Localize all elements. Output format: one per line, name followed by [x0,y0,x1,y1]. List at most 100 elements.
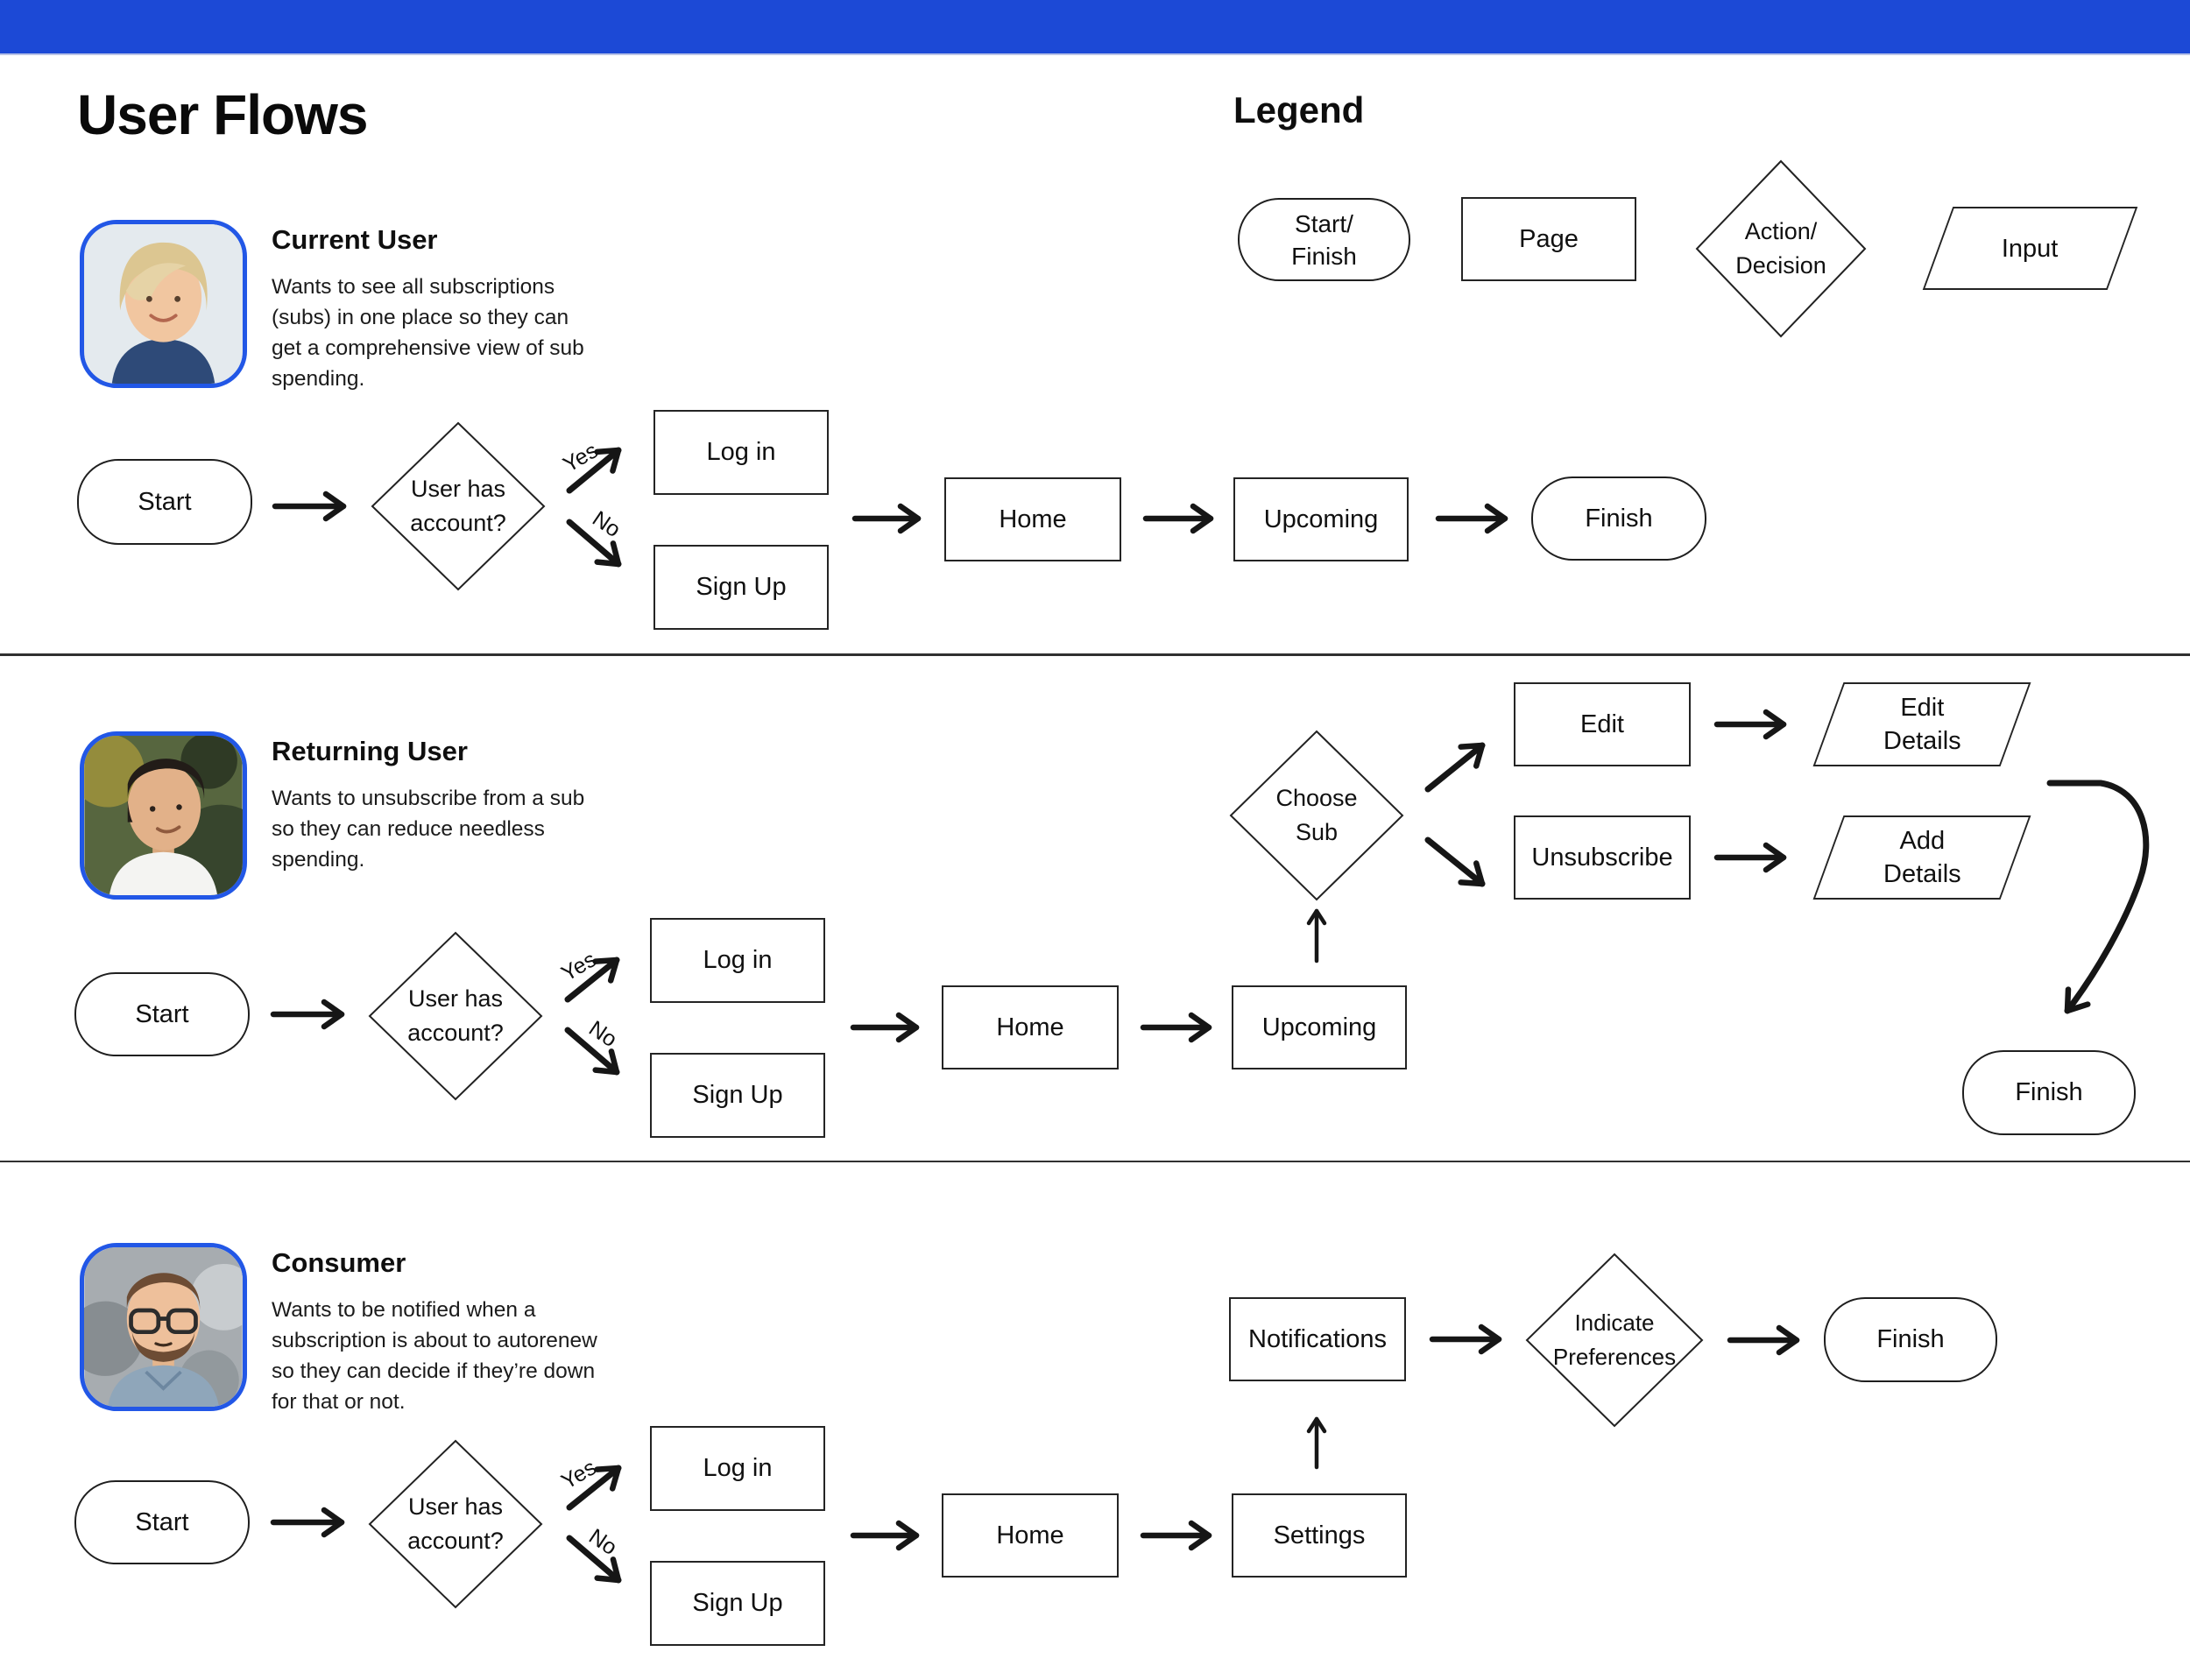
persona-name: Consumer [272,1247,406,1278]
node-label: Upcoming [1263,505,1379,533]
node-label: Notifications [1248,1324,1387,1353]
flow3-decision-node: User has account? [368,1439,543,1609]
diamond-outline [371,421,546,591]
node-label: Sub [1295,819,1339,845]
edge-label-yes: Yes [557,1455,601,1494]
diamond-outline [1695,159,1867,338]
node-label: Sign Up [696,573,787,601]
diamond-outline [368,1439,543,1609]
node-label: Home [996,1521,1064,1549]
legend-heading: Legend [1233,89,1365,131]
arrow-edge [1424,742,1486,793]
node-label: User has [410,476,506,502]
avatar-photo [84,1247,243,1407]
node-label: Finish [1585,504,1653,533]
legend-action-decision-shape: Action/ Decision [1695,159,1867,338]
flow2-choose-sub-node: Choose Sub [1229,730,1404,901]
flow2-decision-node: User has account? [368,931,543,1101]
node-label: Choose [1275,785,1358,811]
persona-description: Wants to be notified when a subscription… [272,1298,597,1414]
arrow-edge-curved [2046,780,2150,1014]
persona-avatar-returning-user [80,731,247,900]
node-label: Log in [703,1454,773,1482]
flow2-upcoming-node: Upcoming [1232,985,1407,1069]
persona-description: Wants to see all subscriptions (subs) in… [272,275,584,391]
flow1-upcoming-node: Upcoming [1233,477,1409,561]
node-label: Finish [1876,1325,1945,1353]
flow3-notifications-node: Notifications [1229,1297,1406,1381]
node-label: Start [135,1507,189,1536]
persona-description: Wants to unsubscribe from a sub so they … [272,787,585,872]
node-label: Log in [706,438,776,466]
flow3-finish-node: Finish [1824,1297,1997,1382]
flow2-login-node: Log in [650,918,825,1003]
node-label: User has [407,985,504,1012]
node-label: Sign Up [692,1589,783,1617]
diamond-outline [1525,1253,1704,1428]
flow2-edit-details-node: Edit Details [1812,682,2031,766]
flow3-home-node: Home [942,1493,1119,1578]
node-label: Log in [703,946,773,974]
legend-page-label: Page [1519,224,1579,253]
persona-name: Current User [272,224,438,255]
flow3-indicate-preferences-node: Indicate Preferences [1525,1253,1704,1428]
flow1-home-node: Home [944,477,1121,561]
edge-label-yes: Yes [559,438,603,477]
persona-name: Returning User [272,736,468,766]
node-label: account? [407,1020,504,1046]
node-label: User has [407,1493,504,1520]
avatar-photo [84,736,243,895]
node-label: Unsubscribe [1531,843,1673,872]
diamond-outline [368,931,543,1101]
arrow-edge [1424,836,1486,887]
node-label: account? [410,510,506,536]
node-label: Home [999,505,1067,533]
flow3-start-node: Start [74,1480,250,1564]
legend-start-finish-label-2: Finish [1291,242,1357,270]
edge-label-yes: Yes [557,947,601,986]
edge-label-no: No [584,1524,622,1561]
node-label: account? [407,1528,504,1554]
page-title: User Flows [77,83,368,146]
legend-action-decision-label-2: Decision [1735,252,1826,279]
row-divider [0,1161,2190,1162]
flow2-start-node: Start [74,972,250,1056]
header-bar [0,0,2190,55]
edge-label-no: No [588,506,625,543]
legend-input-shape: Input [1922,207,2138,290]
node-label: Home [996,1013,1064,1041]
persona-avatar-consumer [80,1243,247,1411]
row-divider [0,653,2190,656]
node-label: Edit [1900,694,1944,722]
legend-start-finish-shape: Start/ Finish [1238,198,1410,281]
flow1-signup-node: Sign Up [653,545,829,630]
node-label: Start [135,999,189,1028]
persona-avatar-current-user [80,220,247,388]
flow2-add-details-node: Add Details [1812,815,2031,900]
node-label: Preferences [1552,1344,1677,1370]
flow1-login-node: Log in [653,410,829,495]
flow1-start-node: Start [77,459,252,545]
flow2-signup-node: Sign Up [650,1053,825,1138]
avatar-photo [84,224,243,384]
node-label: Details [1883,727,1961,755]
flow2-edit-node: Edit [1514,682,1691,766]
flow3-settings-node: Settings [1232,1493,1407,1578]
legend-action-decision-label-1: Action/ [1744,218,1818,244]
node-label: Sign Up [692,1081,783,1109]
legend-start-finish-label-1: Start/ [1295,209,1353,237]
flow2-finish-node: Finish [1962,1050,2136,1135]
node-label: Start [138,487,192,516]
edge-label-no: No [584,1016,622,1053]
flow1-finish-node: Finish [1531,476,1706,561]
flow2-unsubscribe-node: Unsubscribe [1514,815,1691,900]
node-label: Finish [2015,1078,2083,1106]
flow3-signup-node: Sign Up [650,1561,825,1646]
legend-page-shape: Page [1461,197,1636,281]
legend-input-label: Input [2002,234,2059,263]
node-label: Settings [1273,1521,1366,1549]
node-label: Add [1899,827,1945,855]
flow2-home-node: Home [942,985,1119,1069]
node-label: Upcoming [1261,1013,1377,1041]
